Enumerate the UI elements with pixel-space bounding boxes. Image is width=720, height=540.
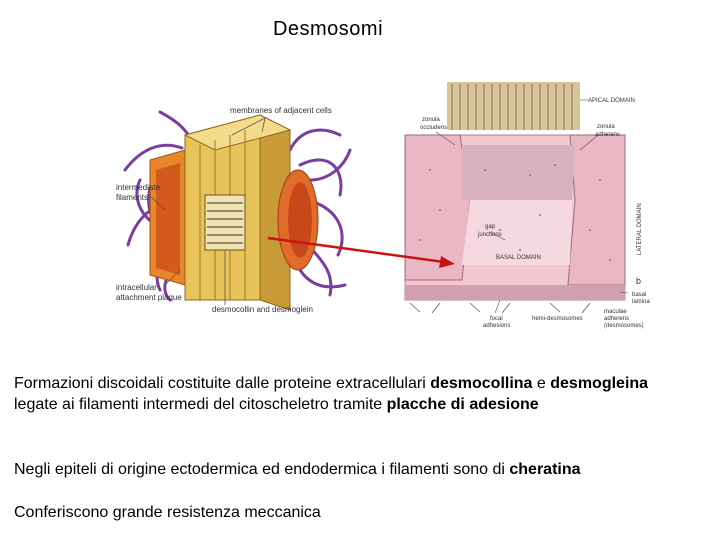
paragraph-desmosome-definition: Formazioni discoidali costituite dalle p…: [14, 375, 649, 413]
label-plaque-2: attachment plaque: [116, 293, 182, 302]
label-zonula-adherens-1: zonula: [597, 124, 615, 130]
label-basal: BASAL DOMAIN: [496, 255, 541, 261]
term-cheratina: cheratina: [509, 461, 581, 478]
slide-title: Desmosomi: [272, 18, 384, 40]
label-b: b: [636, 276, 641, 286]
paragraph-resistenza: Conferiscono grande resistenza meccanica: [14, 504, 321, 521]
desmosome-figure: membranes of adjacent cells intermediate…: [116, 82, 650, 329]
label-intermediate-2: filaments: [116, 193, 148, 202]
label-maculae-2: adherens: [604, 316, 629, 322]
label-zonula-occludens-1: zonula: [422, 117, 440, 123]
label-zonula-occludens-2: occludens: [420, 125, 447, 131]
label-gap-2: junctions: [477, 232, 502, 238]
label-basal-lamina-1: basal: [632, 292, 646, 298]
label-focal-2: adhesions: [483, 323, 510, 329]
label-membranes: membranes of adjacent cells: [230, 106, 332, 115]
term-desmogleina: desmogleina: [550, 375, 649, 392]
label-maculae-3: (desmosomes): [604, 323, 644, 329]
label-desmocollin: desmocollin and desmoglein: [212, 305, 313, 314]
desmosome-illustration: membranes of adjacent cells intermediate…: [116, 106, 352, 314]
label-lateral: LATERAL DOMAIN: [637, 203, 643, 255]
label-basal-lamina-2: lamina: [632, 299, 650, 305]
epithelium-illustration: APICAL DOMAIN zonula occludens zonula ad…: [404, 82, 650, 329]
term-desmocollina: desmocollina: [430, 375, 533, 392]
label-apical: APICAL DOMAIN: [588, 98, 635, 104]
term-placche-di-adesione: placche di adesione: [386, 396, 539, 413]
label-maculae-1: maculae: [604, 309, 627, 315]
paragraph-cheratina: Negli epiteli di origine ectodermica ed …: [14, 461, 581, 478]
label-gap-1: gap: [485, 224, 496, 230]
label-focal-1: focal: [490, 316, 503, 322]
label-intermediate-1: intermediate: [116, 183, 161, 192]
label-hemi: hemi-desmosomes: [532, 316, 583, 322]
label-plaque-1: intracellular: [116, 283, 157, 292]
arrow-icon: [267, 236, 455, 268]
label-zonula-adherens-2: adherens: [595, 132, 620, 138]
